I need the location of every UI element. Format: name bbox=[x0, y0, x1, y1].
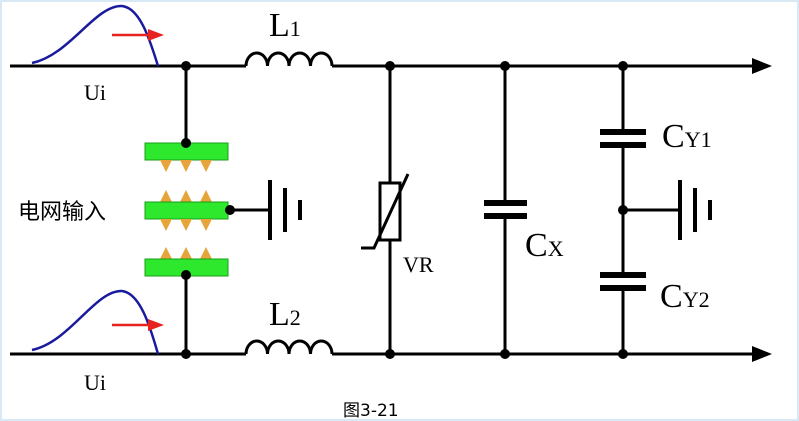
figure-caption: 图3-21 bbox=[343, 401, 399, 421]
top-red-arrow-icon bbox=[112, 29, 164, 41]
cy-ground-icon bbox=[678, 180, 712, 240]
l1-label: L1 bbox=[269, 7, 301, 44]
grid-input-label: 电网输入 bbox=[18, 200, 106, 225]
gas-discharge-tube-icon bbox=[144, 142, 229, 277]
l1-inductor-icon bbox=[244, 51, 334, 67]
cy2-capacitor-icon bbox=[600, 272, 646, 291]
bottom-output-arrow-icon bbox=[752, 346, 772, 362]
varistor-icon bbox=[361, 173, 410, 250]
gdt-leads bbox=[184, 66, 268, 354]
top-output-arrow-icon bbox=[752, 58, 772, 74]
cx-capacitor-icon bbox=[484, 200, 527, 219]
bottom-red-arrow-icon bbox=[112, 319, 164, 331]
l2-label: L2 bbox=[269, 296, 301, 333]
gdt-ground-icon bbox=[268, 180, 302, 240]
l2-inductor-icon bbox=[244, 339, 334, 355]
ui-bottom-label: Ui bbox=[84, 370, 106, 395]
junction-dots bbox=[181, 61, 628, 359]
cx-label: CX bbox=[525, 227, 564, 264]
vr-label: VR bbox=[403, 252, 434, 277]
cy2-label: CY2 bbox=[660, 278, 710, 315]
bottom-pulse-waveform-icon bbox=[31, 289, 160, 355]
ui-top-label: Ui bbox=[84, 80, 106, 105]
cy1-capacitor-icon bbox=[600, 129, 646, 148]
cy1-label: CY1 bbox=[662, 118, 712, 155]
